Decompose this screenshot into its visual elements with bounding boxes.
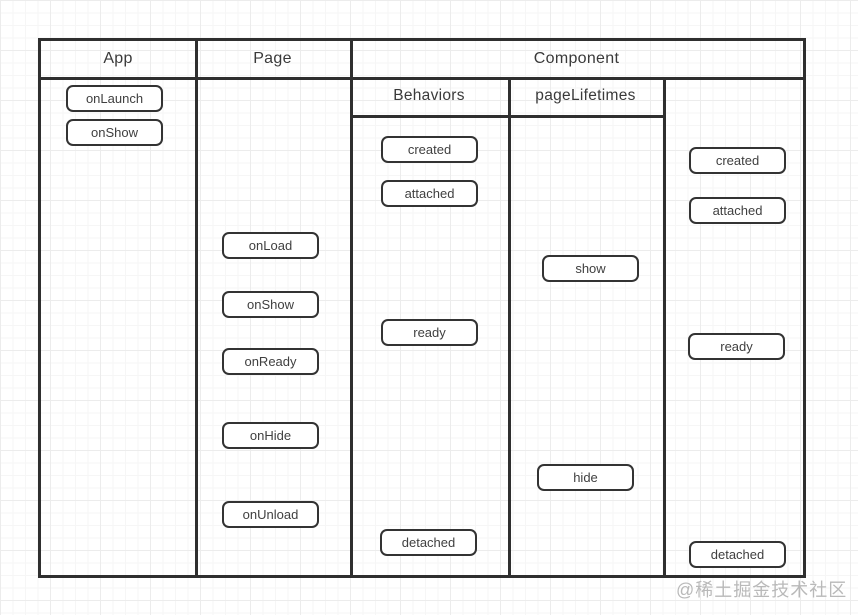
subheader-behaviors-label: Behaviors: [393, 87, 465, 104]
column-divider-behaviors-pagelifetimes: [508, 77, 511, 575]
lifecycle-box-page-onload: onLoad: [222, 232, 319, 259]
subheader-behaviors: Behaviors: [350, 77, 508, 115]
lifecycle-box-component-created: created: [689, 147, 786, 174]
lifecycle-box-pagelifetimes-hide: hide: [537, 464, 634, 491]
lifecycle-box-behaviors-detached: detached: [380, 529, 477, 556]
lifecycle-box-component-detached: detached: [689, 541, 786, 568]
lifecycle-box-page-onready: onReady: [222, 348, 319, 375]
header-component-label: Component: [533, 50, 620, 67]
lifecycle-box-behaviors-ready: ready: [381, 319, 478, 346]
lifecycle-box-behaviors-attached: attached: [381, 180, 478, 207]
header-app: App: [41, 41, 195, 77]
header-component: Component: [350, 41, 803, 77]
lifecycle-box-page-onshow: onShow: [222, 291, 319, 318]
header-app-label: App: [103, 50, 133, 67]
lifecycle-box-behaviors-created: created: [381, 136, 478, 163]
column-divider-app-page: [195, 41, 198, 575]
subheader-pagelifetimes: pageLifetimes: [508, 77, 663, 115]
lifecycle-box-app-onshow: onShow: [66, 119, 163, 146]
header-page: Page: [195, 41, 350, 77]
subheader-divider-line: [350, 115, 663, 118]
header-page-label: Page: [253, 50, 292, 67]
lifecycle-table: App Page Component Behaviors pageLifetim…: [38, 38, 806, 578]
column-divider-pagelifetimes-right: [663, 77, 666, 575]
lifecycle-box-page-onunload: onUnload: [222, 501, 319, 528]
watermark-text: @稀土掘金技术社区: [676, 580, 848, 600]
header-divider-line: [41, 77, 803, 80]
lifecycle-box-pagelifetimes-show: show: [542, 255, 639, 282]
lifecycle-box-app-onlaunch: onLaunch: [66, 85, 163, 112]
lifecycle-box-component-ready: ready: [688, 333, 785, 360]
lifecycle-box-component-attached: attached: [689, 197, 786, 224]
lifecycle-box-page-onhide: onHide: [222, 422, 319, 449]
column-divider-page-component: [350, 41, 353, 575]
subheader-pagelifetimes-label: pageLifetimes: [535, 87, 636, 104]
